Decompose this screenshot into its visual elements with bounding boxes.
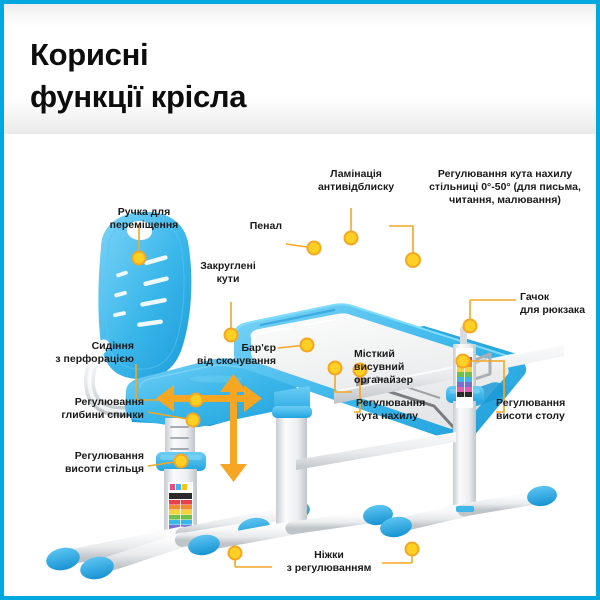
seat-depth-arrow-icon [156, 385, 262, 412]
marker-seat-perforated [188, 392, 204, 408]
marker-tilt-range [405, 252, 421, 268]
marker-back-depth [185, 412, 201, 428]
chair-seat [125, 358, 298, 428]
marker-feet-right [404, 541, 420, 557]
backrest-perforation-slots [113, 255, 169, 327]
page-title-line2: функції крісла [30, 79, 247, 115]
line-organizer [334, 368, 352, 393]
marker-lamination [343, 230, 359, 246]
chair-group [46, 211, 310, 580]
chair-height-arrow-icon [220, 374, 247, 482]
chair-backrest [98, 211, 192, 380]
marker-pencil-case [306, 240, 322, 256]
page-title-line1: Корисні [30, 37, 149, 72]
marker-round-corners [223, 327, 239, 343]
marker-desk-height [455, 353, 471, 369]
label-back-depth: Регулювання глибини спинки [61, 396, 144, 422]
marker-desk-tilt [352, 362, 368, 378]
line-back-depth [147, 411, 194, 421]
label-organizer: Місткий висувний органайзер [354, 348, 414, 387]
label-rollover-bar: Бар'єр від скочування [197, 342, 276, 368]
marker-rollover-bar [299, 337, 315, 353]
label-chair-height: Регулювання висоти стільця [64, 450, 144, 476]
marker-feet-left [227, 545, 243, 561]
callout-markers [131, 230, 478, 561]
desk-group [188, 303, 565, 556]
marker-chair-height [173, 453, 189, 469]
label-pencil-case: Пенал [249, 220, 282, 232]
product-illustration [46, 208, 565, 580]
chair-back-support [84, 339, 156, 419]
label-desk-height: Регулювання висоти столу [496, 397, 566, 423]
label-handle: Ручка для перeміщення [109, 206, 179, 232]
header-band: Корисні функції крісла [4, 4, 596, 134]
label-hook: Гачок для рюкзака [520, 291, 586, 317]
label-lamination: Ламінація антивідблиску [317, 168, 395, 194]
label-round-corners: Закруглені кути [200, 260, 256, 286]
marker-organizer [327, 360, 343, 376]
marker-handle [131, 250, 147, 266]
line-desk-height [463, 360, 505, 413]
label-seat-perforated: Сидіння з перфорацією [55, 340, 134, 366]
page-title: Корисні функції крісла [30, 34, 247, 118]
desk-front-column [272, 386, 312, 530]
label-tilt-range: Регулювання кута нахилу стільниці 0°-50°… [429, 168, 581, 207]
line-seat-perforated [135, 364, 196, 401]
desk-feet [188, 432, 557, 556]
line-desk-tilt [354, 370, 361, 413]
label-adjustable-feet: Ніжки з регулюванням [286, 549, 372, 575]
marker-hook [462, 318, 478, 334]
desk-support-beam [333, 326, 565, 404]
label-desk-tilt: Регулювання кута нахилу [356, 397, 426, 423]
